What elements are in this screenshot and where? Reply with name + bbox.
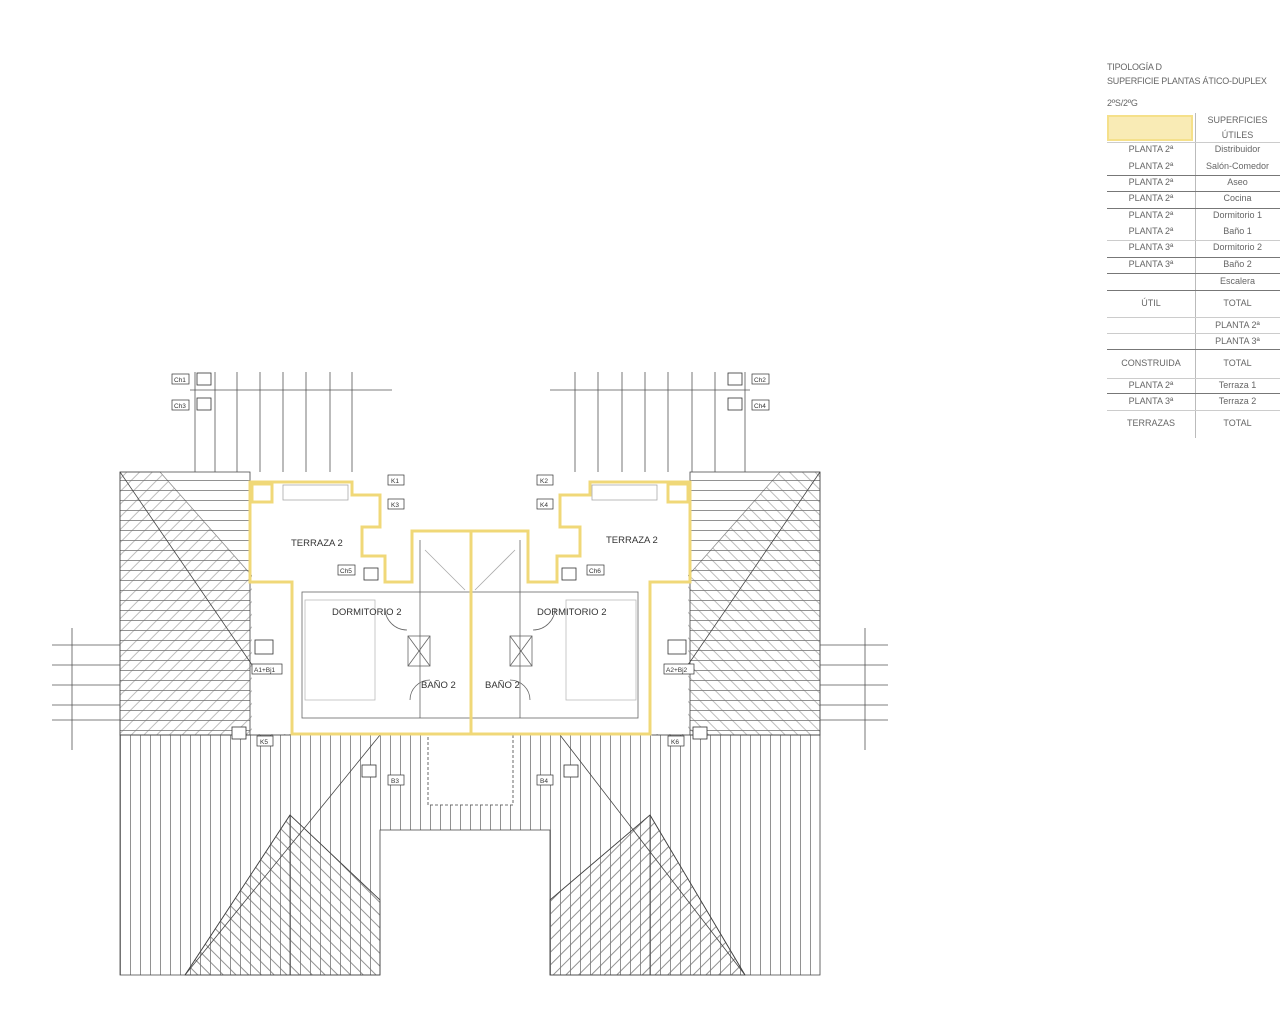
legend-subtitle: SUPERFICIE PLANTAS ÁTICO-DUPLEX [1107,76,1267,86]
row-level: ÚTIL [1141,298,1161,308]
row-level: PLANTA 2ª [1128,193,1174,203]
row-space: Dormitorio 1 [1212,210,1262,220]
tag-ch3: Ch3 [174,403,186,410]
room-label-dormitorio-right: DORMITORIO 2 [537,607,607,618]
row-level: PLANTA 3ª [1128,242,1174,252]
table-divider [1107,273,1280,274]
row-space: Terraza 2 [1218,396,1257,406]
table-divider [1107,317,1280,318]
room-label-bano-right: BAÑO 2 [485,680,520,691]
tag-b3: B3 [391,778,399,785]
row-space: Aseo [1227,177,1248,187]
tag-k4: K4 [540,502,548,509]
row-space: TOTAL [1223,298,1252,308]
legend-units: 2ºS/2ºG [1107,98,1138,108]
tag-ch6: Ch6 [589,568,601,575]
row-space: Cocina [1223,193,1252,203]
tag-ch2: Ch2 [754,377,766,384]
row-space: Escalera [1219,276,1255,286]
header-utiles: ÚTILES [1221,130,1254,140]
tag-a1: A1+Bj1 [254,667,276,674]
table-divider [1107,393,1280,394]
table-divider [1107,257,1280,258]
table-divider [1107,208,1280,209]
row-level: PLANTA 2ª [1128,144,1174,154]
vent-symbols [196,372,743,778]
row-level: PLANTA 2ª [1128,226,1174,236]
row-space: Baño 2 [1223,259,1252,269]
table-divider [1107,290,1280,291]
tag-k5: K5 [260,739,268,746]
room-label-terraza-right: TERRAZA 2 [606,535,658,546]
table-divider [1107,410,1280,411]
row-level: PLANTA 2ª [1128,177,1174,187]
row-space: Baño 1 [1223,226,1252,236]
table-divider [1107,333,1280,334]
tag-ch1: Ch1 [174,377,186,384]
row-space: PLANTA 3ª [1215,336,1260,346]
tag-k1: K1 [391,478,399,485]
legend-title: TIPOLOGÍA D [1107,62,1162,72]
tag-k6: K6 [671,739,679,746]
table-divider [1107,349,1280,350]
table-divider [1107,142,1280,143]
row-level: PLANTA 2ª [1128,161,1174,171]
row-level: PLANTA 3ª [1128,396,1174,406]
row-space: Salón-Comedor [1205,161,1270,171]
row-space: TOTAL [1223,418,1252,428]
tag-k3: K3 [391,502,399,509]
floor-plan: TERRAZA 2 TERRAZA 2 DORMITORIO 2 DORMITO… [52,372,888,976]
row-level: PLANTA 2ª [1128,380,1174,390]
room-label-bano-left: BAÑO 2 [421,680,456,691]
tag-a2: A2+Bj2 [666,667,688,674]
tag-b4: B4 [540,778,548,785]
row-level: TERRAZAS [1126,418,1175,428]
room-label-dormitorio-left: DORMITORIO 2 [332,607,402,618]
highlight-cell [1107,115,1193,141]
table-divider [1107,240,1280,241]
header-superficies: SUPERFICIES [1207,115,1268,125]
row-level: PLANTA 3ª [1128,259,1174,269]
row-level: PLANTA 2ª [1128,210,1174,220]
table-divider [1107,191,1280,192]
tag-k2: K2 [540,478,548,485]
row-level: CONSTRUIDA [1121,358,1181,368]
table-divider [1107,175,1280,176]
pergola-lines [52,372,888,750]
row-space: PLANTA 2ª [1215,320,1260,330]
room-label-terraza-left: TERRAZA 2 [291,538,343,549]
row-space: Dormitorio 2 [1212,242,1262,252]
unit-outline [248,480,692,736]
table-divider [1107,378,1280,379]
row-space: Distribuidor [1214,144,1261,154]
row-space: TOTAL [1223,358,1252,368]
tag-ch4: Ch4 [754,403,766,410]
row-space: Terraza 1 [1218,380,1257,390]
tag-ch5: Ch5 [340,568,352,575]
